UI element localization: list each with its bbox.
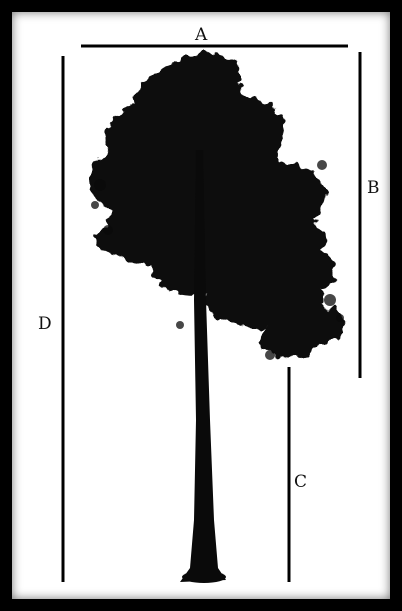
label-d: D <box>38 314 52 334</box>
label-b: B <box>367 178 380 198</box>
tree-silhouette <box>90 53 345 583</box>
label-a: A <box>194 25 208 45</box>
tree-base <box>182 571 226 583</box>
label-c: C <box>294 472 307 492</box>
tree-crown <box>90 53 345 358</box>
